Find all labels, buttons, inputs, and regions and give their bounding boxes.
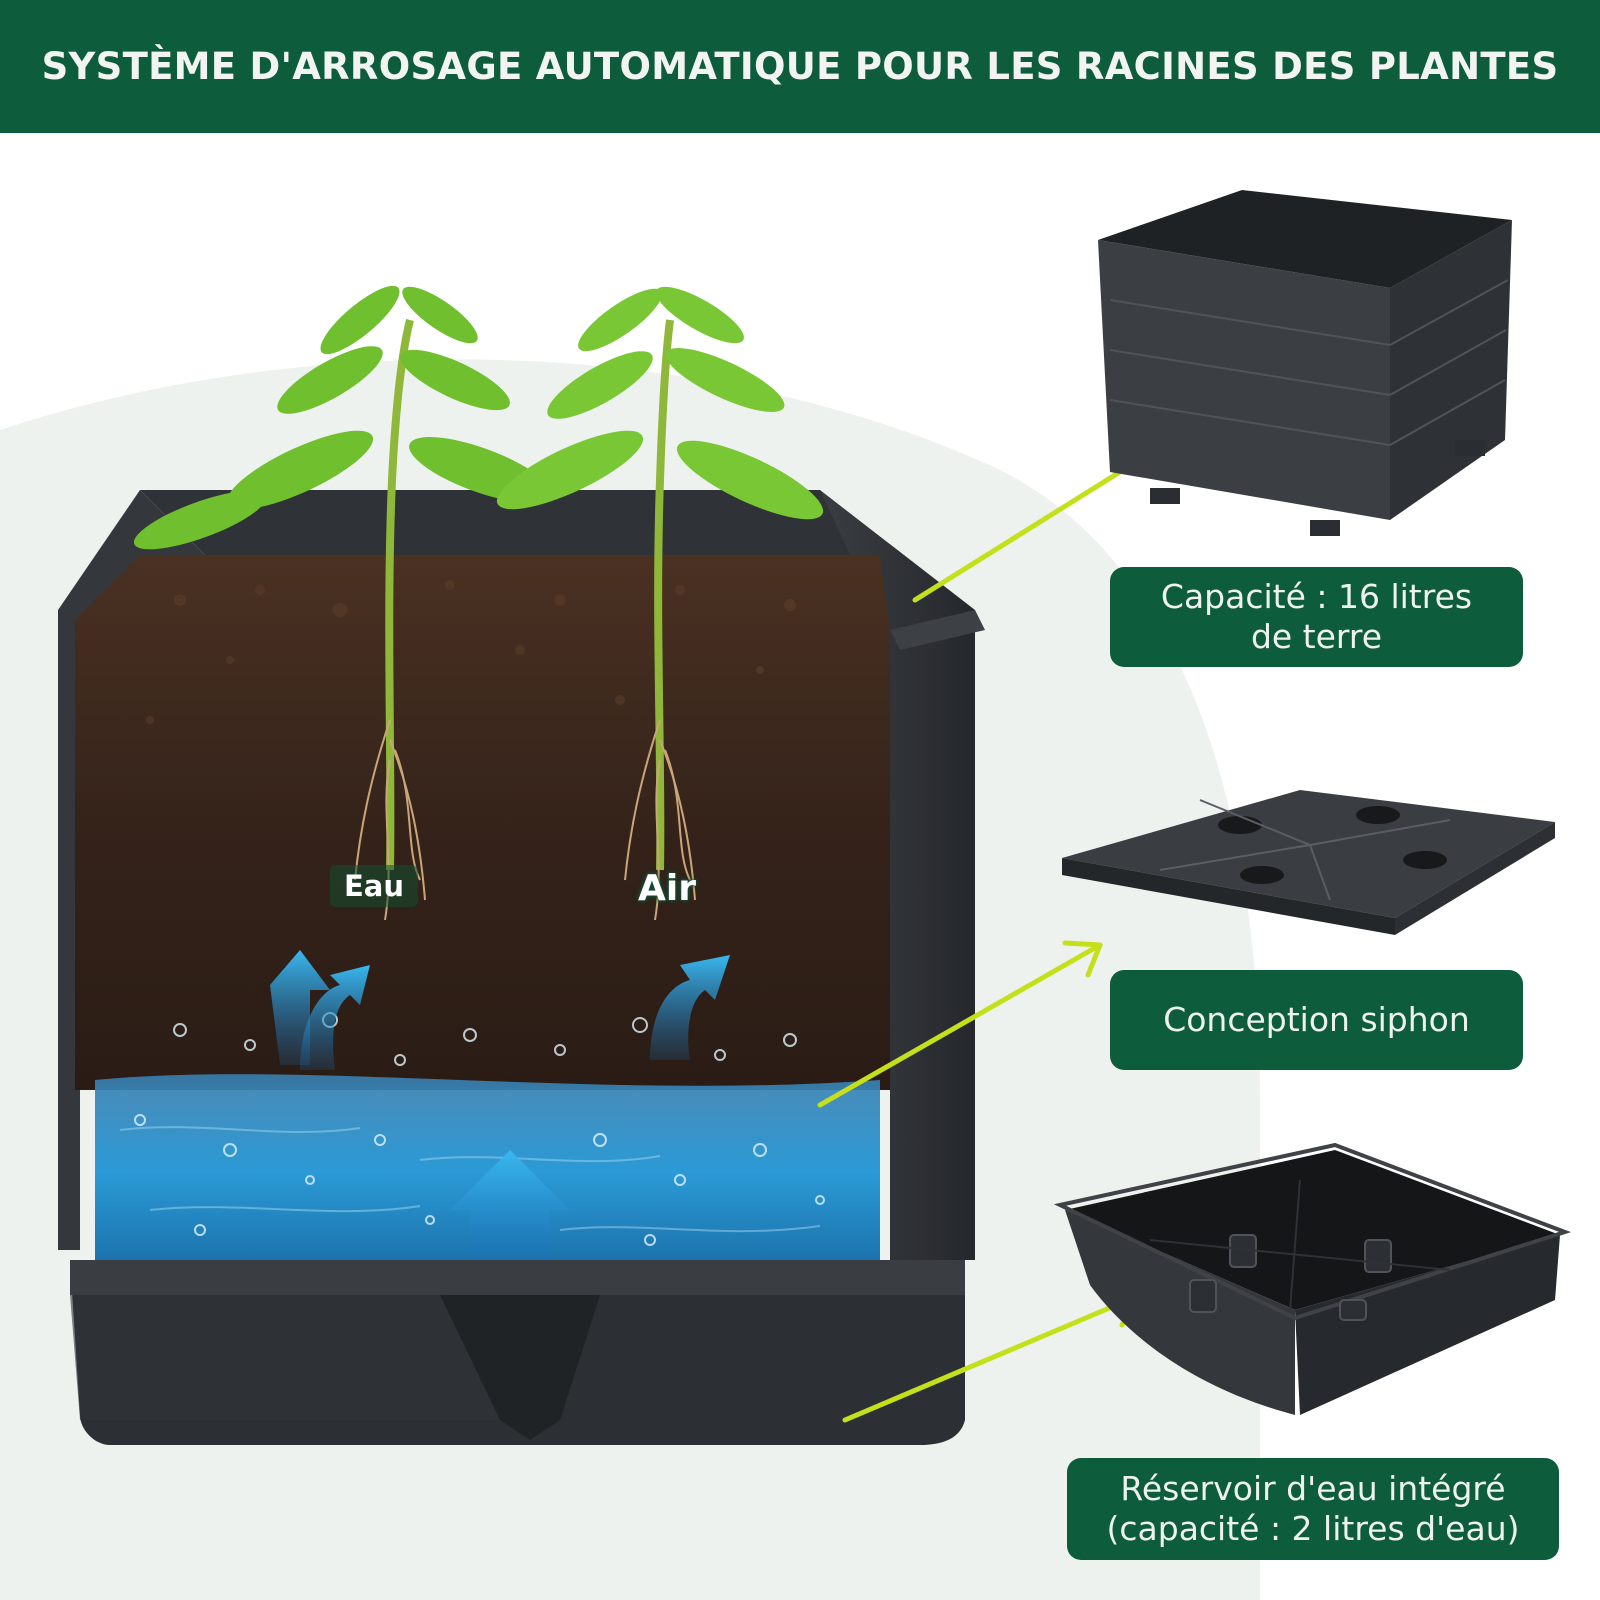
water-layer [95,1074,880,1270]
capacity-label-line2: de terre [1250,617,1383,656]
water-flow-arrows [270,950,730,1260]
siphon-plate-icon [1062,790,1555,935]
reservoir-label-line2: (capacité : 2 litres d'eau) [1106,1509,1520,1548]
capacity-label-line1: Capacité : 16 litres [1160,577,1473,616]
air-soil-label: Air [638,868,696,909]
water-tray-icon [1053,1142,1572,1415]
water-soil-label: Eau [330,865,419,907]
capacity-label: Capacité : 16 litres de terre [1110,567,1523,667]
pot-cutaway [58,490,985,1445]
pot-body-icon [1098,190,1512,536]
siphon-label: Conception siphon [1110,970,1523,1070]
header-banner: SYSTÈME D'ARROSAGE AUTOMATIQUE POUR LES … [0,0,1600,133]
siphon-label-text: Conception siphon [1163,1000,1470,1039]
reservoir-label: Réservoir d'eau intégré (capacité : 2 li… [1067,1458,1559,1560]
soil-block [75,555,890,1090]
reservoir-label-line1: Réservoir d'eau intégré [1120,1469,1506,1508]
page-title: SYSTÈME D'ARROSAGE AUTOMATIQUE POUR LES … [41,45,1559,88]
seedling-plants [133,285,824,921]
